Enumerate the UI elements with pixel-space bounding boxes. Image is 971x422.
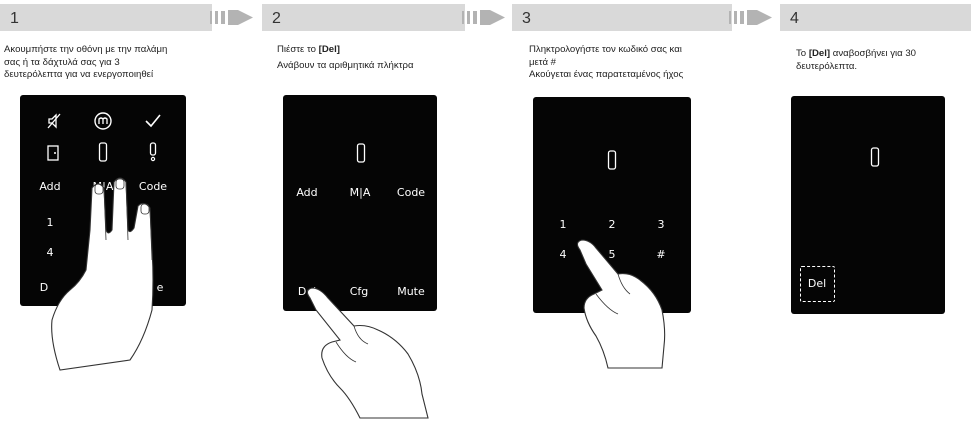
battery-icon <box>607 150 617 170</box>
door-icon <box>47 145 59 161</box>
code-key[interactable]: Code <box>138 180 168 193</box>
arrow-right-icon <box>729 10 772 25</box>
mute-off-icon <box>47 113 61 129</box>
pointing-hand-icon <box>306 287 429 419</box>
battery-icon <box>98 142 108 162</box>
step-2-number: 2 <box>272 10 281 27</box>
mute-key-partial[interactable]: e <box>156 281 164 294</box>
caption-line: σας ή τα δάχτυλά σας για 3 <box>4 56 120 68</box>
del-key[interactable]: Del <box>807 277 827 290</box>
del-key-partial[interactable]: D <box>39 281 49 294</box>
alert-icon <box>149 142 157 162</box>
step-3-caption: Πληκτρολογήστε τον κωδικό σας και μετά #… <box>529 44 739 82</box>
caption-text: Πιέστε το <box>277 44 319 55</box>
caption-line: δευτερόλεπτα. <box>796 60 858 72</box>
key-4[interactable]: 4 <box>559 248 567 261</box>
step-2-caption: Πιέστε το [Del] Ανάβουν τα αριθμητικά πλ… <box>277 44 477 72</box>
add-key[interactable]: Add <box>296 186 318 199</box>
key-5[interactable]: 5 <box>608 248 616 261</box>
caption-line: Πιέστε το [Del] <box>277 44 477 57</box>
step-4-caption: Το [Del] αναβοσβήνει για 30 δευτερόλεπτα… <box>796 48 971 73</box>
add-key[interactable]: Add <box>39 180 61 193</box>
arrow-right-icon <box>210 10 253 25</box>
caption-text: Το <box>796 48 809 59</box>
battery-icon <box>356 143 366 163</box>
step-4-header: 4 <box>780 4 971 31</box>
checkmark-icon <box>145 114 161 128</box>
caption-line: Πληκτρολογήστε τον κωδικό σας και <box>529 44 682 55</box>
mode-m-icon <box>94 112 112 130</box>
step-3-header: 3 <box>512 4 732 31</box>
step-1-number: 1 <box>10 10 19 27</box>
caption-key-ref: [Del] <box>318 44 340 55</box>
cfg-key[interactable]: Cfg <box>349 285 369 298</box>
step-4-number: 4 <box>790 10 799 27</box>
pointing-hand-icon <box>576 239 666 369</box>
caption-key-ref: [Del] <box>808 48 831 59</box>
arrow-right-icon <box>462 10 505 25</box>
del-key-highlight[interactable]: Del <box>800 266 835 302</box>
caption-line: Το [Del] αναβοσβήνει για 30 <box>796 48 971 61</box>
battery-icon <box>870 147 880 167</box>
palm-hand-icon <box>51 177 154 371</box>
keypad-panel-4[interactable]: Del <box>791 96 945 314</box>
key-3[interactable]: 3 <box>657 218 665 231</box>
step-1-caption: Ακουμπήστε την οθόνη με την παλάμη σας ή… <box>4 44 234 82</box>
caption-text: αναβοσβήνει για 30 <box>830 48 917 59</box>
keypad-panel-2[interactable]: Add M|A Code Del Cfg Mute <box>283 95 437 311</box>
mute-key[interactable]: Mute <box>397 285 425 298</box>
code-key[interactable]: Code <box>396 186 426 199</box>
step-2-header: 2 <box>262 4 465 31</box>
caption-line: δευτερόλεπτα για να ενεργοποιηθεί <box>4 69 154 80</box>
step-1-header: 1 <box>0 4 212 31</box>
step-3-number: 3 <box>522 10 531 27</box>
caption-line: μετά # <box>529 56 557 68</box>
key-4[interactable]: 4 <box>46 246 54 259</box>
caption-line: Ακούγεται ένας παρατεταμένος ήχος <box>529 69 684 80</box>
caption-line: Ανάβουν τα αριθμητικά πλήκτρα <box>277 59 414 71</box>
hash-key[interactable]: # <box>656 248 666 261</box>
key-1[interactable]: 1 <box>559 218 567 231</box>
ma-key[interactable]: M|A <box>349 186 371 199</box>
key-1[interactable]: 1 <box>46 216 54 229</box>
key-2[interactable]: 2 <box>608 218 616 231</box>
caption-line: Ακουμπήστε την οθόνη με την παλάμη <box>4 44 168 55</box>
